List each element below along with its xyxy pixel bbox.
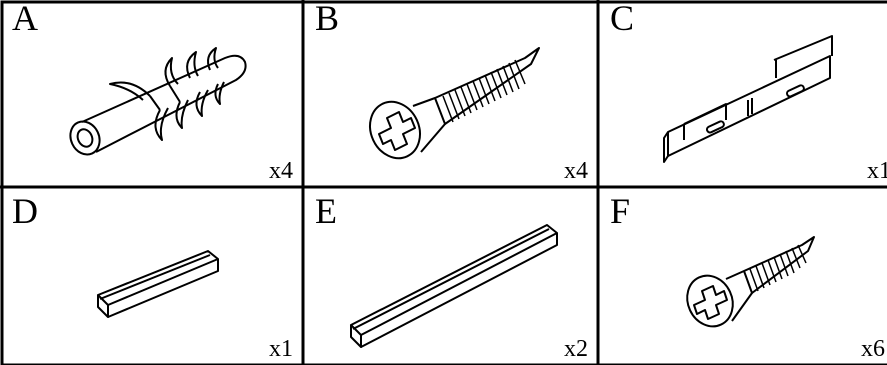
part-quantity: x6: [861, 336, 885, 362]
part-letter: A: [12, 0, 38, 38]
part-quantity: x2: [564, 336, 588, 362]
part-quantity: x4: [269, 158, 293, 184]
part-quantity: x1: [269, 336, 293, 362]
part-quantity: x1: [867, 158, 887, 184]
part-letter: F: [610, 191, 631, 231]
part-cell-e: E x2: [303, 187, 598, 365]
short-channel-strip-icon: [97, 250, 219, 318]
part-cell-f: F x6: [598, 187, 887, 365]
part-letter: E: [315, 191, 337, 231]
part-cell-a: A x4: [0, 0, 303, 187]
long-channel-strip-icon: [350, 224, 558, 348]
part-cell-d: D x1: [0, 187, 303, 365]
wall-plug-anchor-icon: [69, 47, 247, 156]
part-quantity: x4: [564, 158, 588, 184]
countersunk-screw-icon: [369, 47, 540, 160]
short-screw-icon: [686, 236, 815, 328]
part-letter: D: [12, 191, 38, 231]
mounting-bracket-icon: [663, 35, 833, 163]
part-cell-b: B x4: [303, 0, 598, 187]
part-letter: C: [610, 0, 635, 38]
part-letter: B: [315, 0, 340, 38]
part-cell-c: C x1: [598, 0, 887, 187]
